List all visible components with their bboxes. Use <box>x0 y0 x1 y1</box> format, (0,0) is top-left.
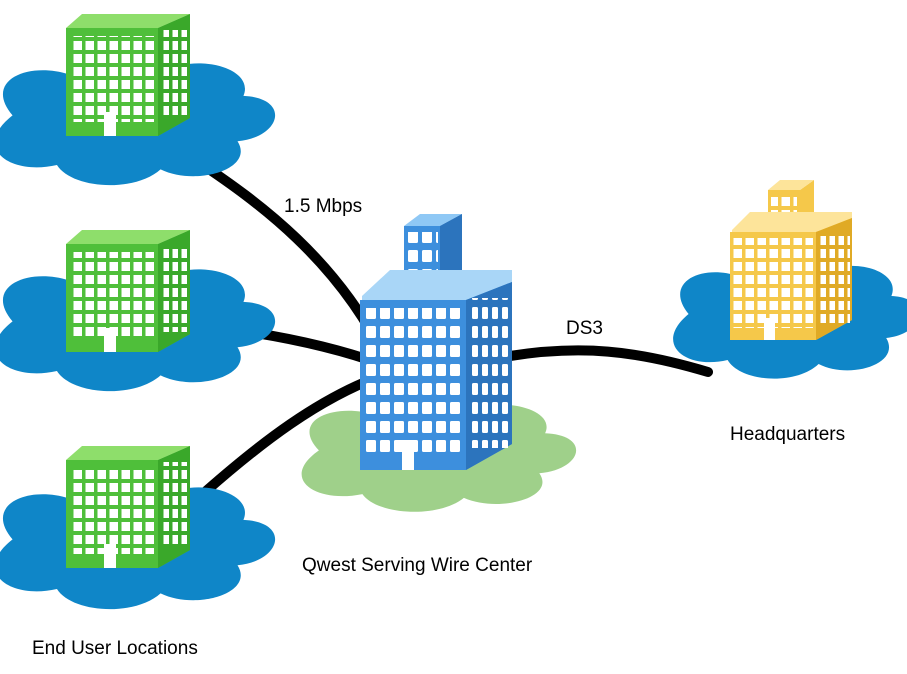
green-office-building-icon <box>66 14 190 136</box>
wire-center <box>301 214 577 512</box>
end-user-location-1 <box>0 14 276 186</box>
headquarters <box>673 180 907 379</box>
blue-office-tower-icon <box>360 214 512 470</box>
link-speed-label: 1.5 Mbps <box>284 196 363 217</box>
green-office-building-icon <box>66 446 190 568</box>
end-user-location-3 <box>0 446 276 610</box>
end-user-location-2 <box>0 230 276 392</box>
link-ds3 <box>505 345 713 377</box>
yellow-office-building-icon <box>730 180 852 340</box>
green-office-building-icon <box>66 230 190 352</box>
end-user-locations-label: End User Locations <box>32 638 198 659</box>
wire-center-label: Qwest Serving Wire Center <box>302 555 533 576</box>
ds3-label: DS3 <box>566 318 603 339</box>
headquarters-label: Headquarters <box>730 424 846 445</box>
